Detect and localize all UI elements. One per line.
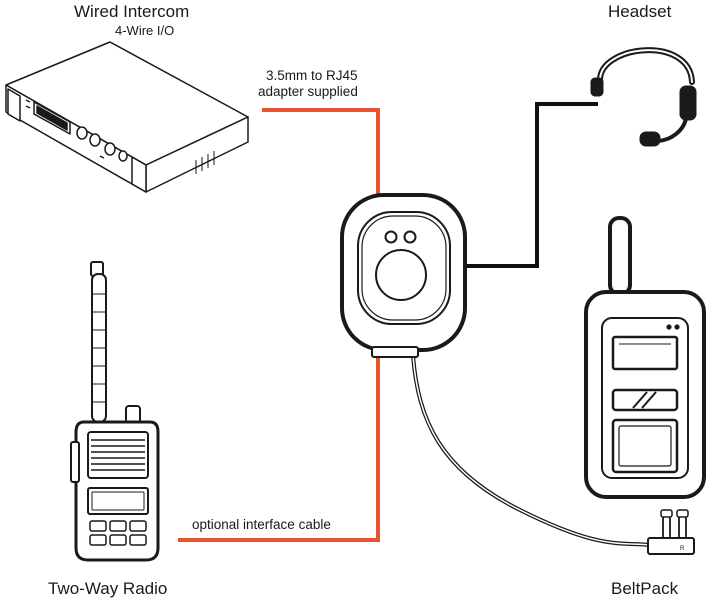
beltpack-icon (584, 216, 706, 499)
interface-box-icon (340, 193, 467, 358)
two-way-radio-label: Two-Way Radio (48, 579, 168, 598)
rack-unit-icon (5, 41, 249, 193)
wired-intercom-label: Wired Intercom (74, 2, 190, 21)
beltpack-label: BeltPack (611, 579, 679, 598)
wired-intercom-sublabel: 4-Wire I/O (115, 23, 175, 38)
adapter-cable (262, 108, 380, 196)
headset-label: Headset (608, 2, 672, 21)
adapter-label-line1: 3.5mm to RJ45 (266, 68, 358, 83)
optional-interface-cable (178, 356, 380, 542)
connector-mark: R (680, 546, 685, 552)
dual-pin-connector-icon (647, 509, 695, 555)
adapter-label-line2: adapter supplied (258, 84, 358, 99)
optional-cable-label: optional interface cable (192, 517, 331, 532)
two-way-radio-icon (70, 261, 160, 562)
headset-icon (590, 47, 697, 147)
headset-cable (465, 102, 598, 268)
cables (178, 102, 651, 547)
